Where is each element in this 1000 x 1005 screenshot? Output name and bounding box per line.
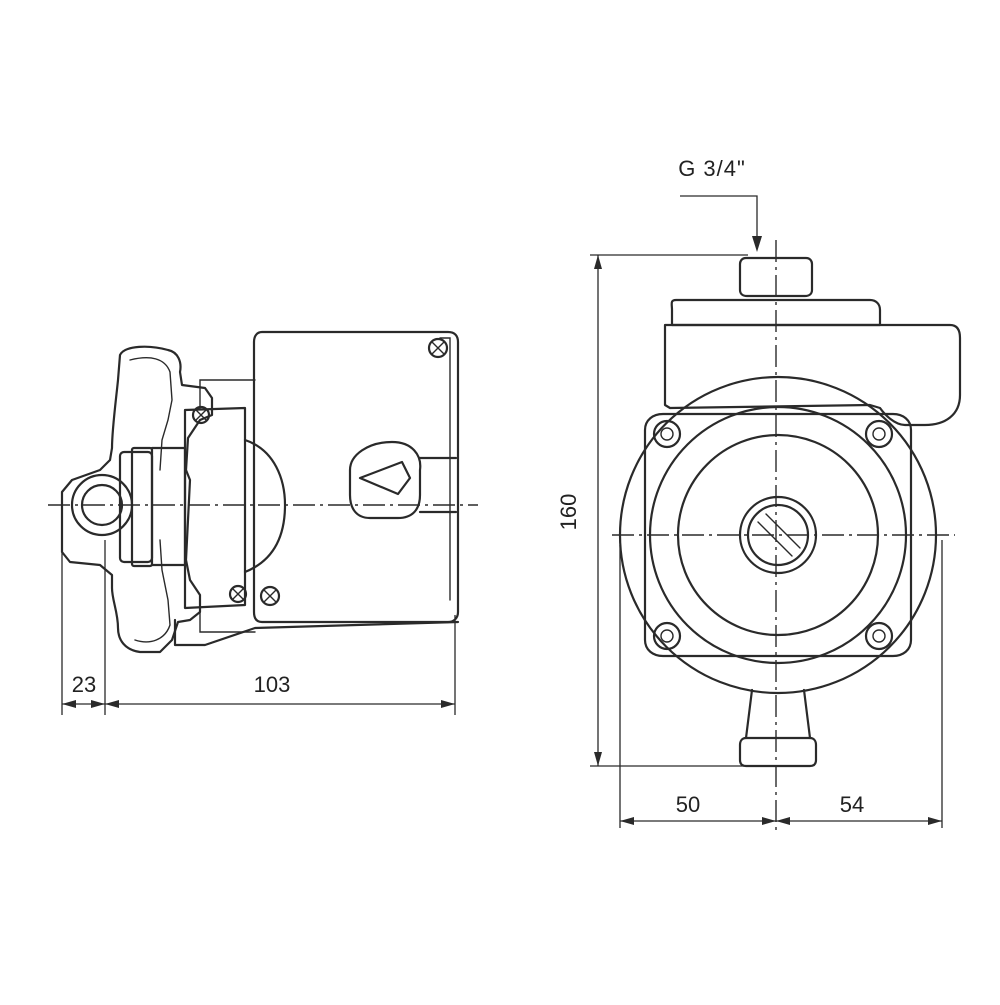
dimension-right-half-width: 54: [840, 792, 864, 817]
side-view: 23 103: [48, 330, 478, 715]
front-hub-slot: [757, 513, 801, 557]
side-cable-gland: [348, 440, 422, 520]
front-middle-ring: [676, 433, 880, 637]
front-inlet-nut: [738, 736, 818, 768]
side-base-plate: [173, 618, 460, 647]
side-terminal-box-inner: [439, 337, 451, 601]
side-terminal-box: [252, 330, 460, 624]
side-dimension-lines: [61, 520, 456, 715]
side-inlet-collar: [130, 446, 154, 568]
side-volute-outline: [60, 345, 214, 654]
front-view: G 3/4" 160 50 54: [556, 156, 962, 830]
side-adapter-rim: [199, 379, 256, 633]
front-outlet-nut: [738, 256, 814, 298]
dimension-height: 160: [556, 494, 581, 531]
thread-leader-line: [680, 195, 758, 238]
front-width-dimension-lines: [619, 540, 943, 828]
side-inlet-flange: [118, 450, 154, 564]
front-bolt-icon: [864, 621, 894, 651]
front-flange: [643, 412, 913, 658]
front-bolt-icon: [864, 419, 894, 449]
side-volute-inner: [129, 357, 173, 643]
side-cable-gland-arrow: [358, 460, 412, 496]
side-rotor-housing: [243, 438, 287, 574]
front-inlet-neck: [744, 688, 812, 740]
side-cable: [418, 456, 458, 514]
side-screw-icon: [228, 584, 248, 604]
side-screw-icon: [259, 585, 281, 607]
front-bolt-icon: [652, 621, 682, 651]
front-height-dimension-lines: [590, 254, 748, 767]
side-screw-icon: [191, 405, 211, 425]
thread-size-label: G 3/4": [678, 156, 746, 181]
side-adapter-plate: [183, 406, 247, 610]
front-bolt-icon: [652, 419, 682, 449]
side-mounting-flange: [150, 446, 187, 567]
front-upper-housing: [663, 323, 962, 427]
thread-leader-arrow: [752, 236, 762, 252]
side-screw-icon: [427, 337, 449, 359]
dimension-left-half-width: 50: [676, 792, 700, 817]
dimension-body-length: 103: [254, 672, 291, 697]
dimension-inlet-offset: 23: [72, 672, 96, 697]
